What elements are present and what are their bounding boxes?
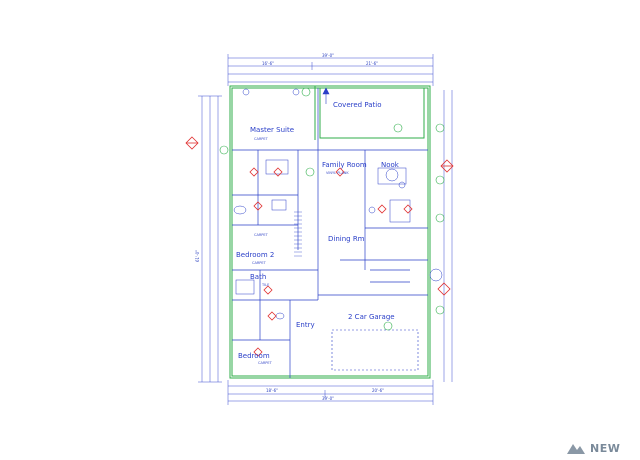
logo-mark-icon [567, 444, 585, 454]
brand-logo: NEW [566, 439, 636, 457]
room-label-nook: Nook [381, 161, 399, 169]
room-label-entry: Entry [296, 321, 315, 329]
note-carpet-bed2: CARPET [252, 261, 266, 265]
dimension-lines [198, 54, 453, 405]
room-label-master-suite: Master Suite [250, 126, 295, 134]
room-label-bath: Bath [250, 273, 267, 281]
red-markers [185, 136, 454, 357]
note-carpet-mid: CARPET [254, 233, 268, 237]
dim-bottom-right: 20'-6" [372, 388, 385, 393]
note-vinyl-family: VINYL PLANK [326, 171, 349, 175]
exterior-walls [229, 85, 431, 379]
garage-door [331, 329, 419, 371]
note-carpet-master: CARPET [254, 137, 268, 141]
dim-bottom-left: 18'-6" [266, 388, 279, 393]
dim-top-overall: 39'-0" [322, 53, 335, 58]
room-label-covered-patio: Covered Patio [333, 101, 382, 109]
fixtures [233, 88, 443, 320]
interior-walls [232, 88, 428, 378]
dim-top-left: 16'-6" [262, 61, 275, 66]
note-carpet-bed3: CARPET [258, 361, 272, 365]
nook-table [385, 168, 399, 182]
dim-top-right: 21'-6" [366, 61, 379, 66]
room-label-bedroom-3: Bedroom [238, 352, 270, 360]
note-tile-bath: TILE [262, 283, 270, 287]
dim-left-overall: 61'-0" [195, 249, 200, 262]
room-label-garage: 2 Car Garage [348, 313, 395, 321]
room-label-bedroom-2: Bedroom 2 [236, 251, 275, 259]
room-label-family-room: Family Room [322, 161, 367, 169]
stair-hatching [294, 211, 302, 257]
logo-text: NEW [590, 441, 621, 455]
grid-markers [219, 87, 445, 331]
north-arrow [322, 87, 330, 104]
room-label-dining-rm: Dining Rm [328, 235, 365, 243]
dim-bottom-overall: 39'-0" [322, 396, 335, 401]
